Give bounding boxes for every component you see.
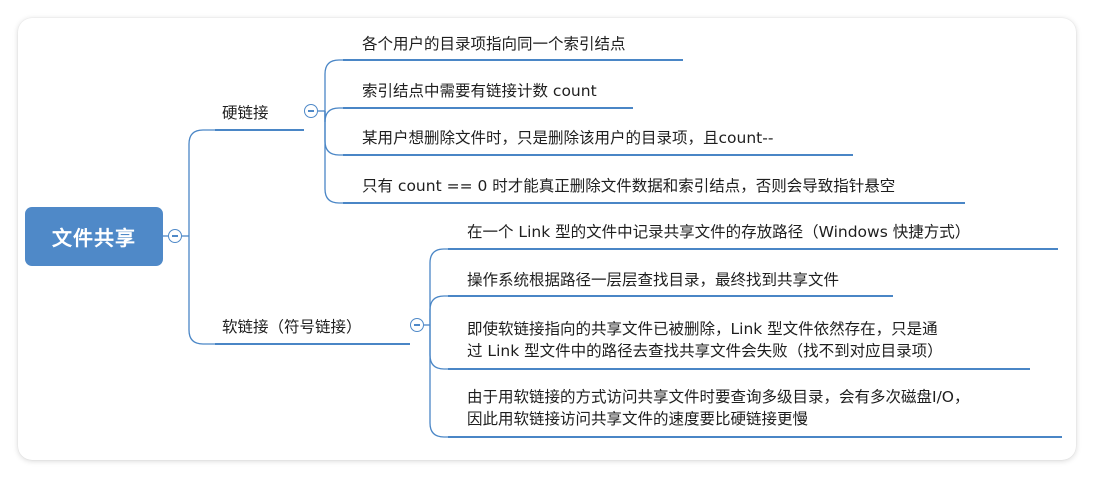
soft-link-item-4[interactable]: 由于用软链接的方式访问共享文件时要查询多级目录，会有多次磁盘I/O， 因此用软链… bbox=[467, 386, 970, 430]
branch-soft-link-collapse-toggle[interactable] bbox=[410, 318, 424, 332]
connector-to-hard-link bbox=[188, 129, 215, 236]
branch-soft-link-label[interactable]: 软链接（符号链接） bbox=[222, 318, 362, 336]
soft-link-item-3[interactable]: 即使软链接指向的共享文件已被删除，Link 型文件依然存在，只是通 过 Link… bbox=[467, 318, 943, 362]
root-collapse-toggle[interactable] bbox=[168, 229, 182, 243]
connector-soft-link-item-3 bbox=[429, 325, 448, 370]
soft-link-item-3-line-2: 过 Link 型文件中的路径去查找共享文件会失败（找不到对应目录项） bbox=[467, 342, 943, 360]
connector-hard-link-item-2 bbox=[324, 107, 343, 123]
soft-link-item-3-line-1: 即使软链接指向的共享文件已被删除，Link 型文件依然存在，只是通 bbox=[467, 320, 938, 338]
connector-soft-link-item-4 bbox=[429, 325, 448, 438]
hard-link-item-1[interactable]: 各个用户的目录项指向同一个索引结点 bbox=[362, 35, 626, 53]
branch-hard-link-collapse-toggle[interactable] bbox=[304, 104, 318, 118]
connector-hard-link-item-1 bbox=[324, 59, 343, 111]
connector-soft-link-item-1 bbox=[429, 248, 448, 325]
connector-soft-link-item-2 bbox=[429, 295, 448, 325]
connector-hard-link-item-4 bbox=[324, 111, 343, 204]
soft-link-item-4-line-2: 因此用软链接访问共享文件的速度要比硬链接更慢 bbox=[467, 410, 809, 428]
hard-link-item-2[interactable]: 索引结点中需要有链接计数 count bbox=[362, 82, 597, 100]
soft-link-item-2[interactable]: 操作系统根据路径一层层查找目录，最终找到共享文件 bbox=[467, 271, 840, 289]
mind-map-card bbox=[18, 18, 1076, 460]
root-node[interactable]: 文件共享 bbox=[25, 207, 163, 266]
soft-link-item-4-line-1: 由于用软链接的方式访问共享文件时要查询多级目录，会有多次磁盘I/O， bbox=[467, 388, 970, 406]
branch-hard-link-label[interactable]: 硬链接 bbox=[222, 104, 269, 122]
soft-link-item-1[interactable]: 在一个 Link 型的文件中记录共享文件的存放路径（Windows 快捷方式） bbox=[467, 223, 971, 241]
connector-hard-link-item-3 bbox=[324, 111, 343, 156]
hard-link-item-4[interactable]: 只有 count == 0 时才能真正删除文件数据和索引结点，否则会导致指针悬空 bbox=[362, 177, 896, 195]
connector-to-soft-link bbox=[188, 236, 215, 345]
hard-link-item-3[interactable]: 某用户想删除文件时，只是删除该用户的目录项，且count-- bbox=[362, 129, 774, 147]
